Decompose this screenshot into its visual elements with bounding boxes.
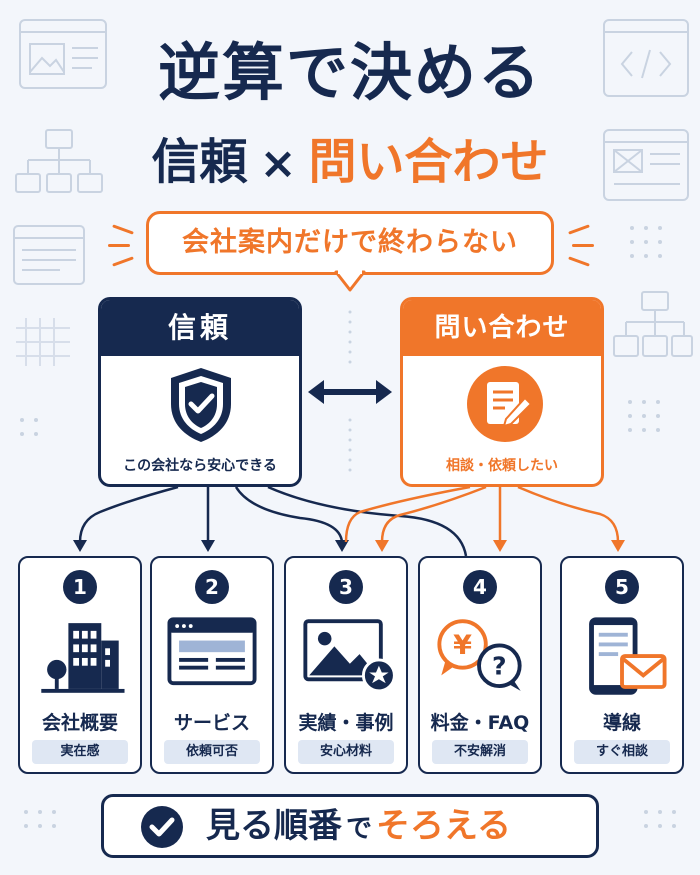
banner-particle: で bbox=[346, 814, 373, 844]
cross-symbol: × bbox=[259, 138, 297, 189]
image-star-icon bbox=[303, 619, 396, 693]
card-tag: 安心材料 bbox=[298, 740, 394, 764]
phone-mail-icon bbox=[589, 617, 667, 695]
card-tag: 不安解消 bbox=[432, 740, 528, 764]
browser-window-icon bbox=[167, 617, 257, 686]
card-number: 4 bbox=[463, 570, 497, 604]
card-number: 5 bbox=[605, 570, 639, 604]
shield-check-icon bbox=[171, 368, 231, 442]
subtitle-inquiry: 問い合わせ bbox=[308, 134, 549, 190]
trust-panel-caption: この会社なら安心できる bbox=[123, 458, 277, 474]
bottom-banner: 見る順番でそろえる bbox=[101, 794, 599, 858]
subtitle-trust: 信頼 bbox=[151, 134, 248, 190]
card-number: 1 bbox=[63, 570, 97, 604]
card-label: 会社概要 bbox=[41, 712, 118, 734]
card-pricing-faq: 4 ¥ ? 料金・FAQ 不安解消 bbox=[418, 556, 542, 774]
card-tag: 実在感 bbox=[32, 740, 128, 764]
speech-bubble: 会社案内だけで終わらない bbox=[146, 211, 554, 275]
double-arrow-icon bbox=[308, 380, 392, 404]
card-tag: すぐ相談 bbox=[574, 740, 670, 764]
svg-text:¥: ¥ bbox=[453, 630, 472, 661]
document-pen-icon bbox=[467, 366, 543, 442]
yen-question-icon: ¥ ? bbox=[437, 619, 522, 691]
banner-main: 見る順番 bbox=[206, 806, 342, 846]
bottom-banner-text: 見る順番でそろえる bbox=[206, 797, 511, 858]
card-label: 実績・事例 bbox=[298, 712, 394, 734]
subtitle: 信頼×問い合わせ bbox=[0, 133, 700, 193]
main-title: 逆算で決める bbox=[157, 36, 542, 109]
bubble-tail bbox=[334, 270, 366, 292]
banner-accent: そろえる bbox=[376, 806, 511, 846]
burst-line bbox=[572, 244, 594, 247]
card-company-profile: 1 会社概要 実在感 bbox=[18, 556, 142, 774]
card-number: 2 bbox=[195, 570, 229, 604]
inquiry-panel-caption: 相談・依頼したい bbox=[446, 458, 558, 474]
card-services: 2 サービス 依頼可否 bbox=[150, 556, 274, 774]
building-icon bbox=[41, 623, 125, 693]
card-case-studies: 3 実績・事例 安心材料 bbox=[284, 556, 408, 774]
inquiry-panel-header: 問い合わせ bbox=[403, 300, 601, 356]
burst-line bbox=[108, 244, 130, 247]
inquiry-panel: 問い合わせ 相談・依頼したい bbox=[400, 297, 604, 487]
card-cta-path: 5 導線 すぐ相談 bbox=[560, 556, 684, 774]
card-label: 料金・FAQ bbox=[430, 712, 530, 734]
check-circle-icon bbox=[141, 806, 183, 848]
card-tag: 依頼可否 bbox=[164, 740, 260, 764]
card-number: 3 bbox=[329, 570, 363, 604]
svg-text:?: ? bbox=[492, 651, 507, 680]
card-label: 導線 bbox=[602, 712, 641, 734]
trust-panel: 信頼 この会社なら安心できる bbox=[98, 297, 302, 487]
card-label: サービス bbox=[173, 712, 250, 734]
trust-panel-header: 信頼 bbox=[101, 300, 299, 356]
